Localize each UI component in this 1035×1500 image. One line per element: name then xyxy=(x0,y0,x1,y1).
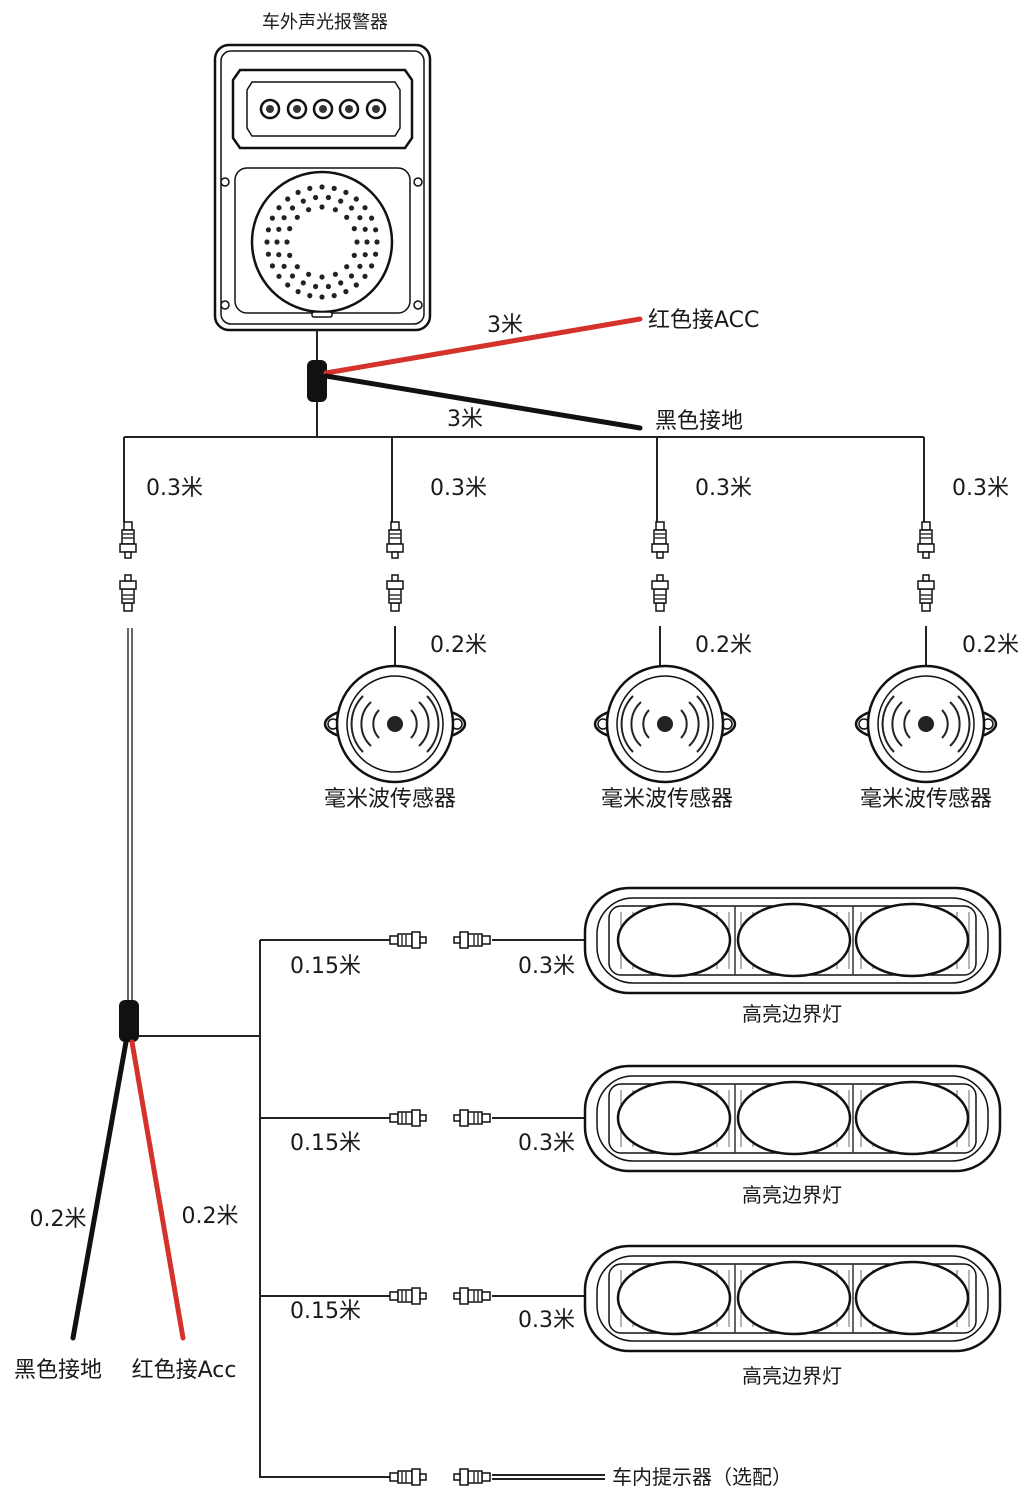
light-3-label: 高亮边界灯 xyxy=(742,1364,842,1388)
black-wire-label: 黑色接地 xyxy=(655,409,743,434)
lower-black-label: 黑色接地 xyxy=(14,1358,102,1383)
speaker-grille xyxy=(264,184,380,300)
main-junction xyxy=(307,360,327,402)
light-2-lead: 0.3米 xyxy=(518,1131,575,1156)
light-branch-1 xyxy=(260,886,1002,995)
ground-wire-black xyxy=(323,373,643,431)
sensor-2-label: 毫米波传感器 xyxy=(601,787,733,812)
light-1-wire: 0.15米 xyxy=(290,954,361,979)
sensor-1-label: 毫米波传感器 xyxy=(324,787,456,812)
light-branch-3 xyxy=(260,1244,1002,1353)
indicator-label: 车内提示器（选配） xyxy=(612,1465,792,1489)
red-wire-length: 3米 xyxy=(487,313,523,338)
sensor-3 xyxy=(854,521,998,784)
lower-black-length: 0.2米 xyxy=(30,1207,87,1232)
sensor-2-lead: 0.2米 xyxy=(695,633,752,658)
lower-acc-wire xyxy=(129,1039,186,1341)
indicator-branch xyxy=(260,1468,605,1486)
alarm-leds xyxy=(259,98,387,120)
light-1-lead: 0.3米 xyxy=(518,954,575,979)
light-3-lead: 0.3米 xyxy=(518,1308,575,1333)
alarm-unit xyxy=(213,43,432,332)
branch-length-4: 0.3米 xyxy=(952,476,1009,501)
speaker-icon xyxy=(250,170,394,314)
black-wire-length: 3米 xyxy=(447,407,483,432)
branch-length-2: 0.3米 xyxy=(430,476,487,501)
branch-length-3: 0.3米 xyxy=(695,476,752,501)
sensor-1 xyxy=(323,521,467,784)
lower-junction xyxy=(119,1000,139,1042)
sensor-3-label: 毫米波传感器 xyxy=(860,787,992,812)
light-3-wire: 0.15米 xyxy=(290,1299,361,1324)
light-1-label: 高亮边界灯 xyxy=(742,1002,842,1026)
acc-wire-red xyxy=(323,316,643,376)
alarm-title: 车外声光报警器 xyxy=(262,12,388,33)
sensor-2 xyxy=(593,521,737,784)
branch-length-1: 0.3米 xyxy=(146,476,203,501)
sensor-1-lead: 0.2米 xyxy=(430,633,487,658)
lower-red-label: 红色接Acc xyxy=(132,1358,237,1383)
connector-left-top xyxy=(119,521,137,559)
light-branch-2 xyxy=(260,1064,1002,1173)
sensor-3-lead: 0.2米 xyxy=(962,633,1019,658)
red-wire-label: 红色接ACC xyxy=(648,308,759,333)
lower-red-length: 0.2米 xyxy=(182,1204,239,1229)
connector-left-bottom xyxy=(119,574,137,612)
lower-ground-wire xyxy=(70,1039,129,1341)
light-2-wire: 0.15米 xyxy=(290,1131,361,1156)
light-2-label: 高亮边界灯 xyxy=(742,1183,842,1207)
